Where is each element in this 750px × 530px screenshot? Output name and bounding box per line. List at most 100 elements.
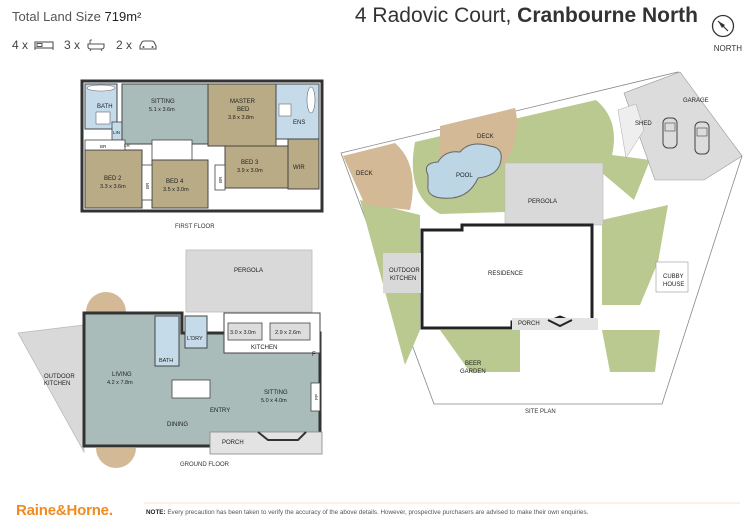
ff-sitting-label: SITTING — [151, 99, 175, 105]
site-outdoor-label: OUTDOOR — [389, 268, 420, 274]
site-plan-title: SITE PLAN — [525, 409, 556, 415]
ff-br-label: BR — [100, 144, 107, 149]
gf-kitchen-dim2: 2.9 x 2.6m — [275, 330, 301, 336]
site-porch — [512, 318, 598, 330]
gf-sitting-dim: 5.0 x 4.0m — [261, 398, 287, 404]
ff-bed2-room — [84, 149, 143, 209]
ff-outline — [80, 79, 324, 213]
site-residence — [420, 223, 594, 330]
site-lawn-east — [602, 205, 668, 305]
site-outdoor-kitchen — [383, 253, 421, 293]
ff-master-room — [207, 83, 277, 147]
site-residence-label: RESIDENCE — [488, 271, 523, 277]
site-lot-boundary — [340, 71, 743, 405]
gf-deck-top — [86, 292, 126, 312]
site-shed — [617, 103, 645, 159]
gf-title: GROUND FLOOR — [180, 462, 230, 468]
gf-bay-window — [257, 431, 307, 441]
disclaimer-label: NOTE: — [146, 509, 166, 516]
site-garage — [623, 71, 743, 181]
gf-ldry-label: L'DRY — [187, 336, 203, 342]
site-lawn-north — [412, 100, 650, 214]
ff-bathtub — [86, 84, 116, 92]
property-features: 4 x 3 x 2 x — [12, 38, 164, 52]
ff-bed4-room — [151, 159, 209, 209]
ff-bed3-room — [224, 145, 289, 189]
car-icon — [139, 40, 157, 50]
agency-logo: Raine&Horne. — [16, 502, 113, 519]
ground-floor-plan: PERGOLA OUTDOOR KITCHEN LIVING 4.2 x 7.8… — [17, 249, 323, 468]
site-pergola-label: PERGOLA — [528, 199, 557, 205]
ff-stairs — [151, 139, 193, 161]
ff-master-dim: 3.8 x 3.8m — [228, 115, 254, 121]
bed-icon — [34, 41, 54, 50]
gf-pergola-label: PERGOLA — [234, 268, 263, 274]
gf-kitchen-label: KITCHEN — [251, 345, 277, 351]
gf-kitchen-room — [223, 312, 321, 354]
street-address: 4 Radovic Court, — [354, 4, 512, 27]
ff-master-label2: BED — [237, 107, 250, 113]
gf-stairs — [171, 379, 211, 399]
property-address: 4 Radovic Court, Cranbourne North — [355, 4, 698, 28]
gf-kitchen-dim1: 3.0 x 3.0m — [230, 330, 256, 336]
site-deck2-label: DECK — [477, 134, 494, 140]
disclaimer-note: NOTE: Every precaution has been taken to… — [146, 509, 588, 516]
ff-sitting-dim: 5.1 x 3.6m — [149, 107, 175, 113]
gf-porch-label: PORCH — [222, 440, 244, 446]
ff-br2-label: BR — [145, 182, 150, 189]
car-icon-1 — [662, 117, 678, 149]
ff-bath-room — [84, 83, 118, 130]
site-lawn-se — [602, 330, 660, 372]
gf-laundry-room — [184, 315, 208, 349]
site-pool-label: POOL — [456, 173, 473, 179]
ff-lin-room — [111, 121, 123, 141]
car-count: 2 x — [116, 38, 133, 52]
gf-pantry — [310, 382, 321, 412]
site-deck-1 — [343, 143, 413, 210]
bedroom-count: 4 x — [12, 38, 29, 52]
gf-outdoor-kitchen-area — [17, 324, 85, 454]
first-floor-plan: BATH LIN BR LR SITTING 5.1 x 3.6m MASTER… — [80, 79, 324, 230]
site-garage-label: GARAGE — [683, 98, 709, 104]
gf-kitchen-island — [227, 322, 263, 341]
bathroom-count: 3 x — [64, 38, 81, 52]
ff-master-label: MASTER — [230, 99, 256, 105]
ff-lin-label: LIN — [113, 130, 120, 135]
ff-br3-label: BR — [218, 176, 223, 183]
gf-pp-label: PP — [314, 394, 319, 400]
site-pool — [425, 143, 502, 199]
gf-living-dim: 4.2 x 7.8m — [107, 380, 133, 386]
car-icon-2 — [694, 121, 710, 155]
gf-sitting-label: SITTING — [264, 390, 288, 396]
gf-f-label: F — [312, 352, 316, 358]
suburb: Cranbourne North — [517, 4, 698, 27]
ff-shower — [95, 111, 111, 125]
site-house-label: HOUSE — [663, 282, 684, 288]
site-porch-label: PORCH — [518, 321, 540, 327]
site-cubby-house — [655, 261, 689, 293]
ff-sitting-room — [121, 83, 209, 145]
gf-outdoor-kitchen-label: OUTDOOR — [44, 374, 75, 380]
ff-wir-room — [287, 138, 320, 190]
site-cubby-label: CUBBY — [663, 274, 684, 280]
site-lawn-south — [440, 330, 520, 372]
ff-ens-bath — [306, 86, 316, 114]
ff-lr-label: LR — [124, 143, 131, 148]
ff-wir-label: WIR — [293, 165, 305, 171]
site-bay-window — [547, 319, 573, 328]
gf-outdoor-kitchen-label2: KITCHEN — [44, 381, 70, 387]
ff-bed4-label: BED 4 — [166, 179, 184, 185]
site-garden-label: GARDEN — [460, 369, 486, 375]
site-kitchen-label: KITCHEN — [390, 276, 416, 282]
ff-ens-label: ENS — [293, 120, 305, 126]
ff-br-robe — [84, 139, 126, 151]
site-pergola — [504, 162, 604, 226]
site-lawn-west — [360, 200, 420, 365]
gf-dining-label: DINING — [167, 422, 188, 428]
gf-pergola-area — [185, 249, 313, 313]
site-beer-label: BEER — [465, 361, 482, 367]
ff-bed4-dim: 3.5 x 3.0m — [163, 187, 189, 193]
gf-bath-label: BATH — [159, 358, 173, 364]
disclaimer-text: Every precaution has been taken to verif… — [167, 509, 589, 516]
